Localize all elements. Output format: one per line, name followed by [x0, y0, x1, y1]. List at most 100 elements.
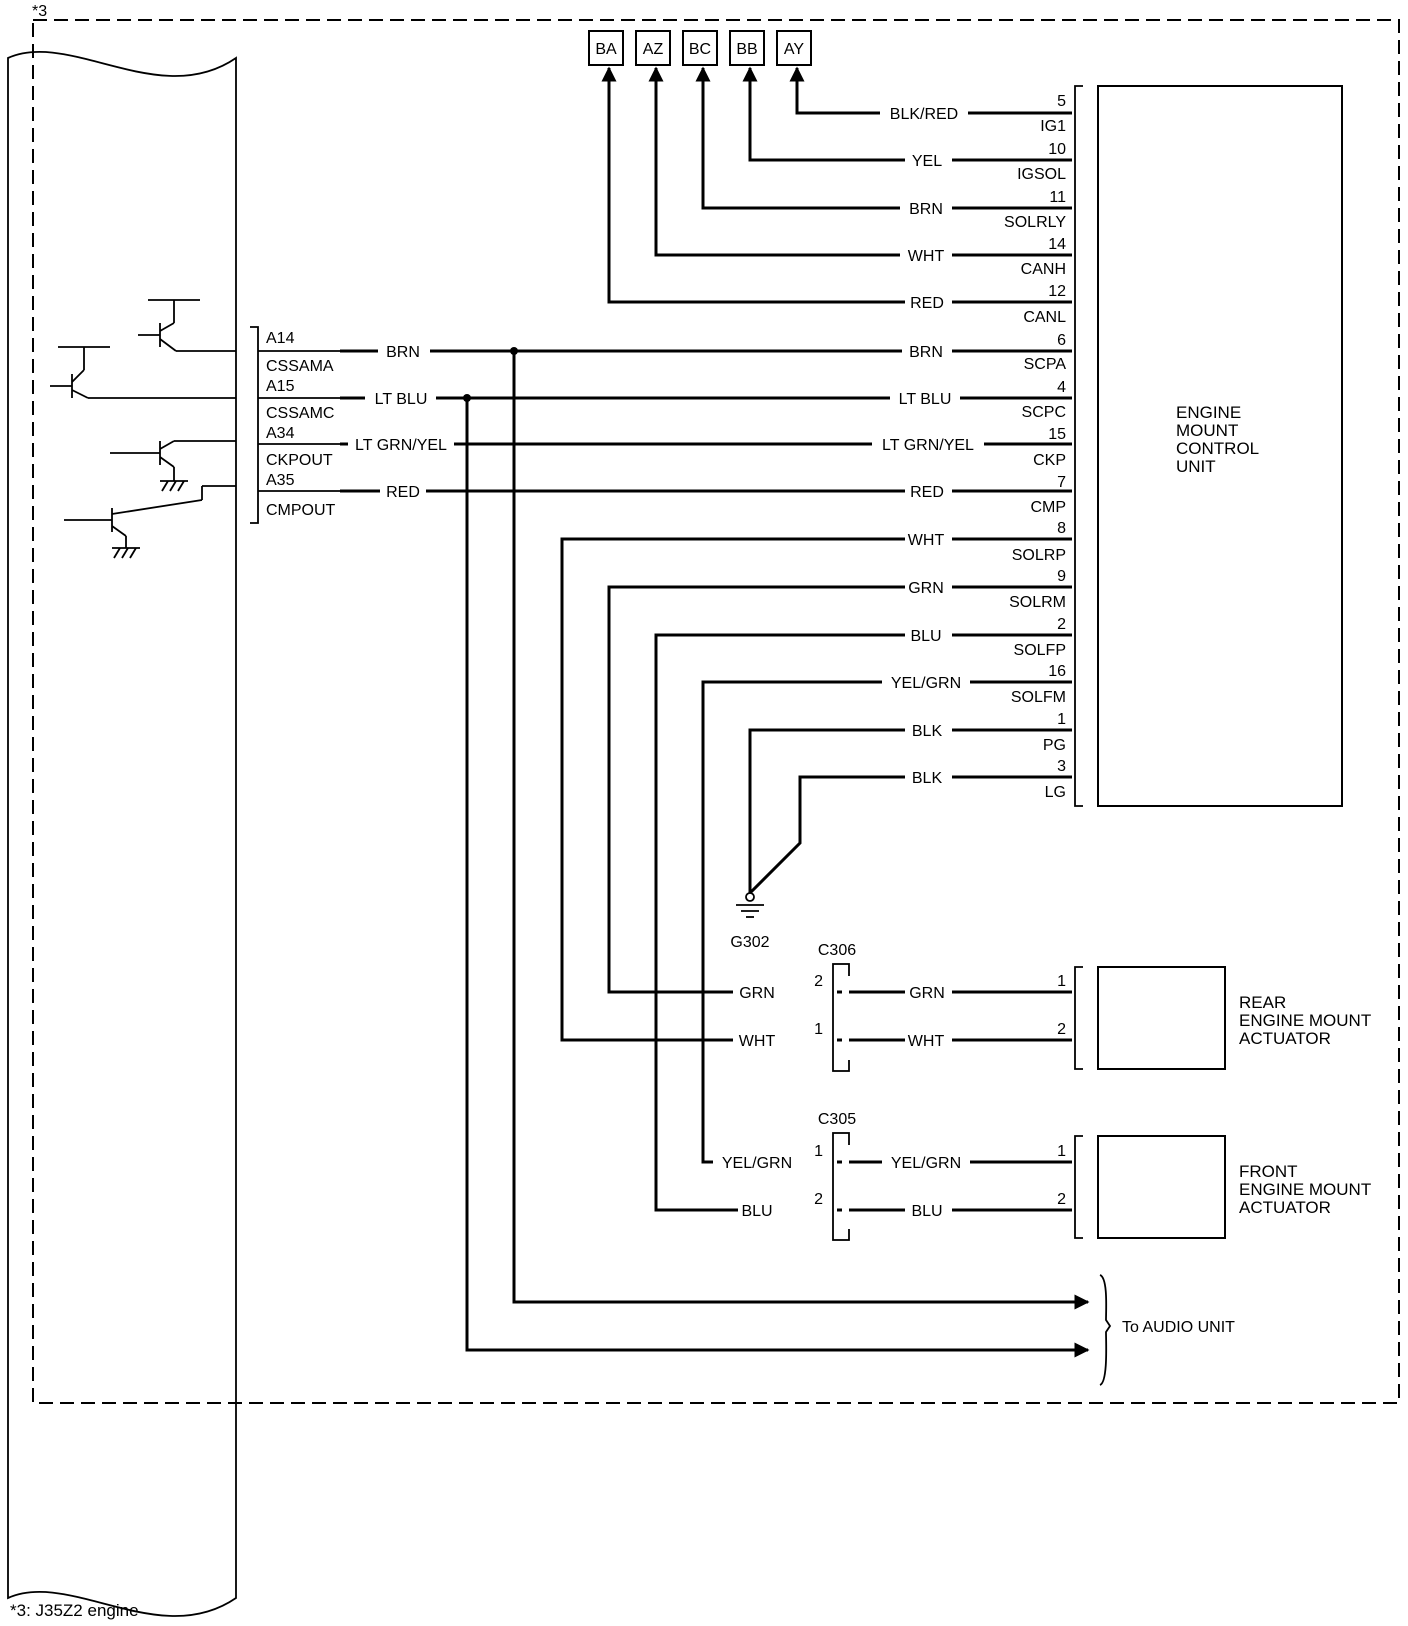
cu-pin-ckp: CKP [1033, 452, 1066, 469]
cu-name-line4: UNIT [1176, 457, 1216, 476]
ecm-pin-a34: A34 [266, 425, 295, 442]
ecm-strip [7, 51, 237, 1617]
ecm-wire-brn: BRN [386, 344, 420, 361]
wire-red-canl [601, 66, 905, 304]
ecm-signal-cmpout: CMPOUT [266, 502, 336, 519]
c305-right-yel-grn: YEL/GRN [891, 1155, 961, 1172]
cu-pin-6: 6 [1057, 332, 1066, 349]
label-yel-grn-solfm: YEL/GRN [891, 675, 961, 692]
front-act-line3: ACTUATOR [1239, 1198, 1331, 1217]
c306-pin-1: 1 [814, 1021, 823, 1038]
ecm-pin-a15: A15 [266, 378, 295, 395]
cu-pin-solrm: SOLRM [1009, 594, 1066, 611]
c306-labels: GRN WHT 2 1 GRN WHT 1 2 [739, 973, 1066, 1050]
audio-bracket [1099, 1274, 1112, 1386]
cu-pin-scpc: SCPC [1022, 404, 1066, 421]
label-lt-grn-yel-ckp: LT GRN/YEL [882, 437, 974, 454]
cu-pin-solrp: SOLRP [1012, 547, 1066, 564]
cu-pin-canl: CANL [1023, 309, 1066, 326]
connector-bb: BB [736, 41, 757, 58]
cu-pin-7: 7 [1057, 474, 1066, 491]
front-actuator-name: FRONT ENGINE MOUNT ACTUATOR [1239, 1162, 1371, 1217]
cu-pin-2: 2 [1057, 616, 1066, 633]
cu-name-line1: ENGINE [1176, 403, 1241, 422]
cu-pin-cmp: CMP [1030, 499, 1066, 516]
label-grn-solrm: GRN [908, 580, 944, 597]
ecm-pin-labels: A14 CSSAMA A15 CSSAMC A34 CKPOUT A35 CMP… [266, 330, 336, 519]
wire-brn-solrly [695, 66, 900, 210]
cu-pin-12: 12 [1048, 283, 1066, 300]
cu-pin-lg: LG [1045, 784, 1066, 801]
label-wht-solrp: WHT [908, 532, 945, 549]
cu-pin-15: 15 [1048, 426, 1066, 443]
connector-ay: AY [784, 41, 804, 58]
cu-pin-10: 10 [1048, 141, 1066, 158]
cu-name-line2: MOUNT [1176, 421, 1238, 440]
cu-pin-ig1: IG1 [1040, 118, 1066, 135]
note-mark: *3 [32, 3, 47, 20]
cu-pin-9: 9 [1057, 568, 1066, 585]
cu-pin-1: 1 [1057, 711, 1066, 728]
ecm-signal-ckpout: CKPOUT [266, 452, 333, 469]
footnote: *3: J35Z2 engine [10, 1601, 139, 1620]
cu-pin-igsol: IGSOL [1017, 166, 1066, 183]
rear-act-line1: REAR [1239, 993, 1286, 1012]
wire-wht-canh [648, 66, 900, 257]
front-actuator-box [1097, 1135, 1226, 1239]
control-unit-name: ENGINE MOUNT CONTROL UNIT [1176, 403, 1259, 476]
ecm-wire-lt-grn-yel: LT GRN/YEL [355, 437, 447, 454]
cu-pin-3: 3 [1057, 758, 1066, 775]
ecm-wire-red: RED [386, 484, 420, 501]
connector-ba: BA [595, 41, 617, 58]
c305-left-blu: BLU [741, 1203, 772, 1220]
wire-blu-solfp [654, 633, 905, 1212]
c306-connector [832, 963, 851, 1072]
cu-pin-16: 16 [1048, 663, 1066, 680]
rear-act-line3: ACTUATOR [1239, 1029, 1331, 1048]
c306-pin-2: 2 [814, 973, 823, 990]
ecm-connector-bracket [250, 326, 259, 524]
rear-actuator-name: REAR ENGINE MOUNT ACTUATOR [1239, 993, 1371, 1048]
cu-pin-solfp: SOLFP [1014, 642, 1066, 659]
c305-pin-2: 2 [814, 1191, 823, 1208]
ecm-pin-a35: A35 [266, 472, 295, 489]
ecm-transistor-icons [50, 299, 236, 559]
audio-unit-label: To AUDIO UNIT [1122, 1319, 1235, 1336]
wire-blk-red [789, 66, 880, 115]
c306-label: C306 [818, 942, 856, 959]
connector-az: AZ [643, 41, 664, 58]
wire-yel-grn-solfm [701, 680, 882, 1164]
ground-label: G302 [730, 934, 769, 951]
front-act-pin-2: 2 [1057, 1191, 1066, 1208]
rear-act-line2: ENGINE MOUNT [1239, 1011, 1371, 1030]
label-yel: YEL [912, 153, 942, 170]
rear-act-pin-1: 1 [1057, 973, 1066, 990]
cu-pin-pg: PG [1043, 737, 1066, 754]
cu-pin-scpa: SCPA [1024, 356, 1067, 373]
cu-pin-canh: CANH [1021, 261, 1066, 278]
top-wire-labels: BLK/RED YEL BRN WHT RED [890, 106, 958, 312]
cu-name-line3: CONTROL [1176, 439, 1259, 458]
label-blk-red: BLK/RED [890, 106, 958, 123]
label-brn-solrly: BRN [909, 201, 943, 218]
label-blu-solfp: BLU [910, 628, 941, 645]
c306-left-grn: GRN [739, 985, 775, 1002]
rear-act-pin-2: 2 [1057, 1021, 1066, 1038]
c306-right-wht: WHT [908, 1033, 945, 1050]
front-act-line2: ENGINE MOUNT [1239, 1180, 1371, 1199]
control-unit-box [1097, 85, 1343, 807]
c305-right-blu: BLU [911, 1203, 942, 1220]
ground-icon [736, 892, 764, 918]
label-wht-canh: WHT [908, 248, 945, 265]
cu-pin-11: 11 [1049, 189, 1066, 206]
c305-labels: YEL/GRN BLU 1 2 YEL/GRN BLU 1 2 [722, 1143, 1066, 1220]
label-blk-lg: BLK [912, 770, 943, 787]
cu-pin-5: 5 [1057, 93, 1066, 110]
c306-left-wht: WHT [739, 1033, 776, 1050]
front-act-pin-1: 1 [1057, 1143, 1066, 1160]
wire-brn-to-audio [512, 351, 1090, 1310]
wire-blk-lg [748, 775, 905, 895]
ecm-signal-cssama: CSSAMA [266, 358, 334, 375]
label-red-cmp: RED [910, 484, 944, 501]
